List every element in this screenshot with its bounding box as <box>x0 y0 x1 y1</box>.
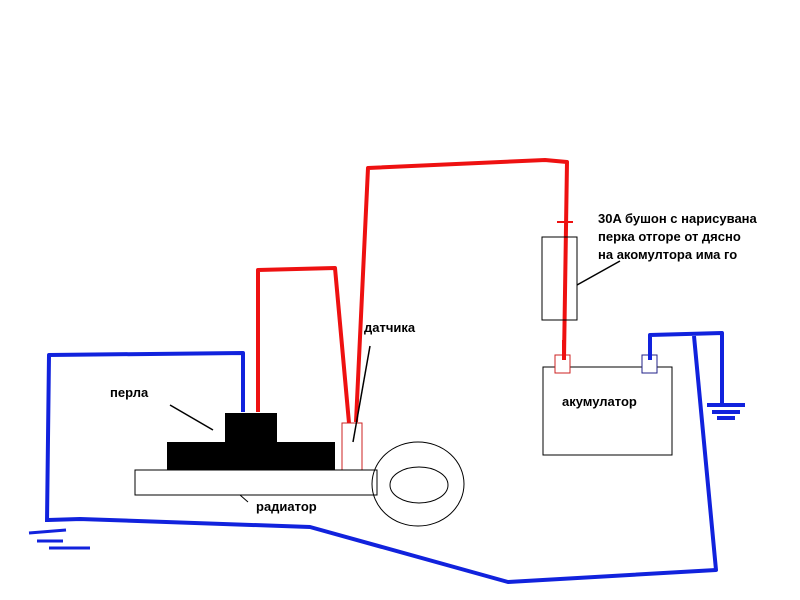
hose-connector <box>371 441 465 527</box>
sensor-leader-line <box>352 345 371 443</box>
ground-wire <box>45 331 724 584</box>
radiator <box>134 469 378 496</box>
battery: акумулатор <box>542 354 673 456</box>
fan-motor <box>167 413 335 470</box>
fan-leader-line <box>169 404 214 431</box>
battery-label: акумулатор <box>562 394 637 409</box>
fuse-note-line-2: перка отгоре от дясно <box>598 229 741 244</box>
fuse-leader-line <box>576 260 621 286</box>
sensor-label: датчика <box>364 320 416 335</box>
fuse <box>541 236 578 321</box>
ground-symbol-left <box>28 528 90 550</box>
radiator-leader-line <box>239 494 249 503</box>
fan-label: перла <box>110 385 149 400</box>
ground-symbol-right <box>707 403 745 420</box>
sensor <box>341 422 363 471</box>
fuse-note-line-1: 30A бушон с нарисувана <box>598 211 758 226</box>
fuse-note-line-3: на акомултора има го <box>598 247 737 262</box>
positive-wire <box>256 158 573 424</box>
radiator-label: радиатор <box>256 499 317 514</box>
